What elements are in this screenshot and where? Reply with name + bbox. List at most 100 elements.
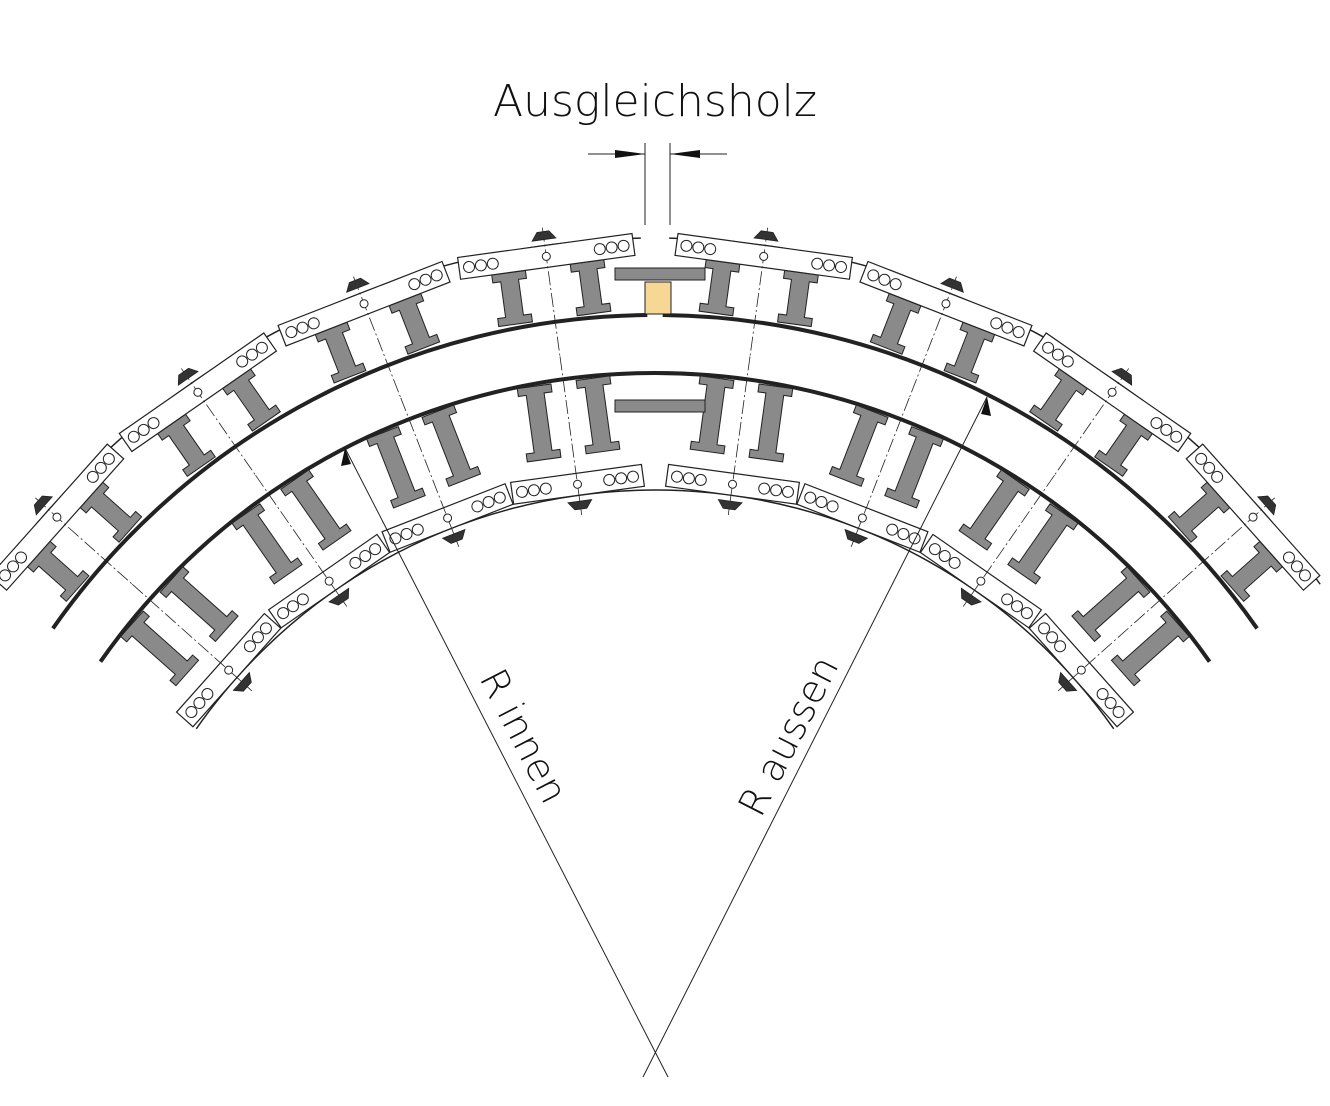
bolt-icon bbox=[811, 257, 824, 270]
bolt-icon bbox=[615, 472, 628, 485]
arrow-icon bbox=[341, 448, 351, 466]
i-beam bbox=[119, 610, 200, 687]
i-beam bbox=[958, 469, 1030, 551]
bolt-icon bbox=[1160, 423, 1173, 436]
bolt-icon bbox=[102, 452, 115, 465]
bolt-icon bbox=[1051, 348, 1064, 361]
tie-hole bbox=[727, 479, 737, 489]
inner-panel bbox=[1028, 566, 1191, 728]
tie-nut-icon bbox=[531, 230, 557, 242]
clamp-bottom bbox=[614, 399, 706, 413]
bolt-icon bbox=[1001, 593, 1014, 606]
inner-panel bbox=[664, 356, 801, 516]
bolt-icon bbox=[236, 355, 249, 368]
clamp-top bbox=[614, 267, 706, 281]
inner-waler-line bbox=[195, 489, 1115, 730]
tie-nut-icon bbox=[960, 587, 982, 606]
bolt-icon bbox=[201, 688, 214, 701]
bolt-icon bbox=[243, 640, 256, 653]
outer-panel bbox=[118, 332, 281, 477]
outer-formwork-skin-left bbox=[51, 313, 648, 630]
bolt-icon bbox=[1042, 341, 1055, 354]
bolt-icon bbox=[1046, 631, 1059, 644]
i-beam bbox=[366, 426, 426, 509]
tie-hole bbox=[1107, 387, 1117, 397]
bolt-icon bbox=[1054, 640, 1067, 653]
bolt-icon bbox=[147, 417, 160, 430]
i-beam bbox=[828, 404, 889, 488]
bolt-icon bbox=[1020, 607, 1033, 620]
i-beam bbox=[869, 292, 922, 355]
bolt-icon bbox=[1104, 697, 1117, 710]
arrow-icon bbox=[981, 397, 991, 416]
bolt-icon bbox=[826, 500, 839, 513]
i-beam bbox=[79, 481, 143, 543]
bolt-icon bbox=[834, 260, 847, 273]
outer-panel bbox=[859, 260, 1033, 398]
radius-lines bbox=[341, 396, 991, 1078]
bolt-icon bbox=[0, 569, 12, 582]
outer-radius-label: R aussen bbox=[730, 649, 848, 823]
bolt-icon bbox=[527, 484, 540, 497]
bolt-icon bbox=[286, 600, 299, 613]
bolt-icon bbox=[296, 321, 309, 334]
bolt-icon bbox=[823, 259, 836, 272]
bolt-icon bbox=[482, 496, 495, 509]
bolt-icon bbox=[990, 317, 1003, 330]
bolt-icon bbox=[1211, 470, 1224, 483]
bolt-icon bbox=[692, 241, 705, 254]
i-beam bbox=[231, 503, 303, 585]
bolt-icon bbox=[1298, 569, 1311, 582]
bolt-icon bbox=[285, 326, 298, 339]
bolt-icon bbox=[493, 491, 506, 504]
bolt-icon bbox=[694, 473, 707, 486]
bolt-icon bbox=[815, 496, 828, 509]
formwork-skins bbox=[0, 237, 1321, 730]
tie-hole bbox=[759, 251, 769, 261]
i-beam bbox=[221, 368, 281, 432]
tie-hole bbox=[1076, 665, 1086, 675]
bolt-icon bbox=[349, 556, 362, 569]
i-beam bbox=[575, 375, 621, 455]
bolt-icon bbox=[259, 622, 272, 635]
bolt-icon bbox=[94, 461, 107, 474]
i-beam bbox=[1094, 413, 1154, 477]
bolt-icon bbox=[804, 491, 817, 504]
bolt-icon bbox=[1012, 326, 1025, 339]
i-beam bbox=[776, 269, 819, 328]
arrow-icon bbox=[670, 150, 700, 158]
tie-hole bbox=[573, 479, 583, 489]
bolt-icon bbox=[886, 523, 899, 536]
bolt-icon bbox=[411, 523, 424, 536]
tie-hole bbox=[324, 576, 334, 586]
bolt-icon bbox=[867, 269, 880, 282]
tie-nut-icon bbox=[441, 528, 466, 544]
formwork-panels bbox=[0, 227, 1321, 728]
outer-panel bbox=[1167, 443, 1321, 603]
i-beam bbox=[698, 259, 741, 317]
inner-formwork-skin bbox=[98, 370, 1212, 663]
i-beam bbox=[748, 383, 794, 463]
arrow-icon bbox=[615, 150, 645, 158]
bolt-icon bbox=[889, 278, 902, 291]
filler-timber bbox=[614, 267, 706, 413]
tie-hole bbox=[1248, 512, 1258, 522]
bolt-icon bbox=[471, 500, 484, 513]
bolt-icon bbox=[369, 543, 382, 556]
bolt-icon bbox=[758, 482, 771, 495]
bolt-icon bbox=[878, 273, 891, 286]
bolt-icon bbox=[193, 697, 206, 710]
bolt-icon bbox=[255, 341, 268, 354]
bolt-icon bbox=[1170, 430, 1183, 443]
tie-nut-icon bbox=[346, 277, 370, 293]
filler-dimension bbox=[588, 143, 727, 225]
bolt-icon bbox=[617, 239, 630, 252]
bolt-icon bbox=[1011, 600, 1024, 613]
bolt-icon bbox=[1195, 452, 1208, 465]
bolt-icon bbox=[15, 551, 28, 564]
bolt-icon bbox=[897, 527, 910, 540]
tie-nut-icon bbox=[328, 587, 350, 606]
tie-hole bbox=[224, 665, 234, 675]
bolt-icon bbox=[948, 556, 961, 569]
tie-hole bbox=[359, 299, 369, 309]
